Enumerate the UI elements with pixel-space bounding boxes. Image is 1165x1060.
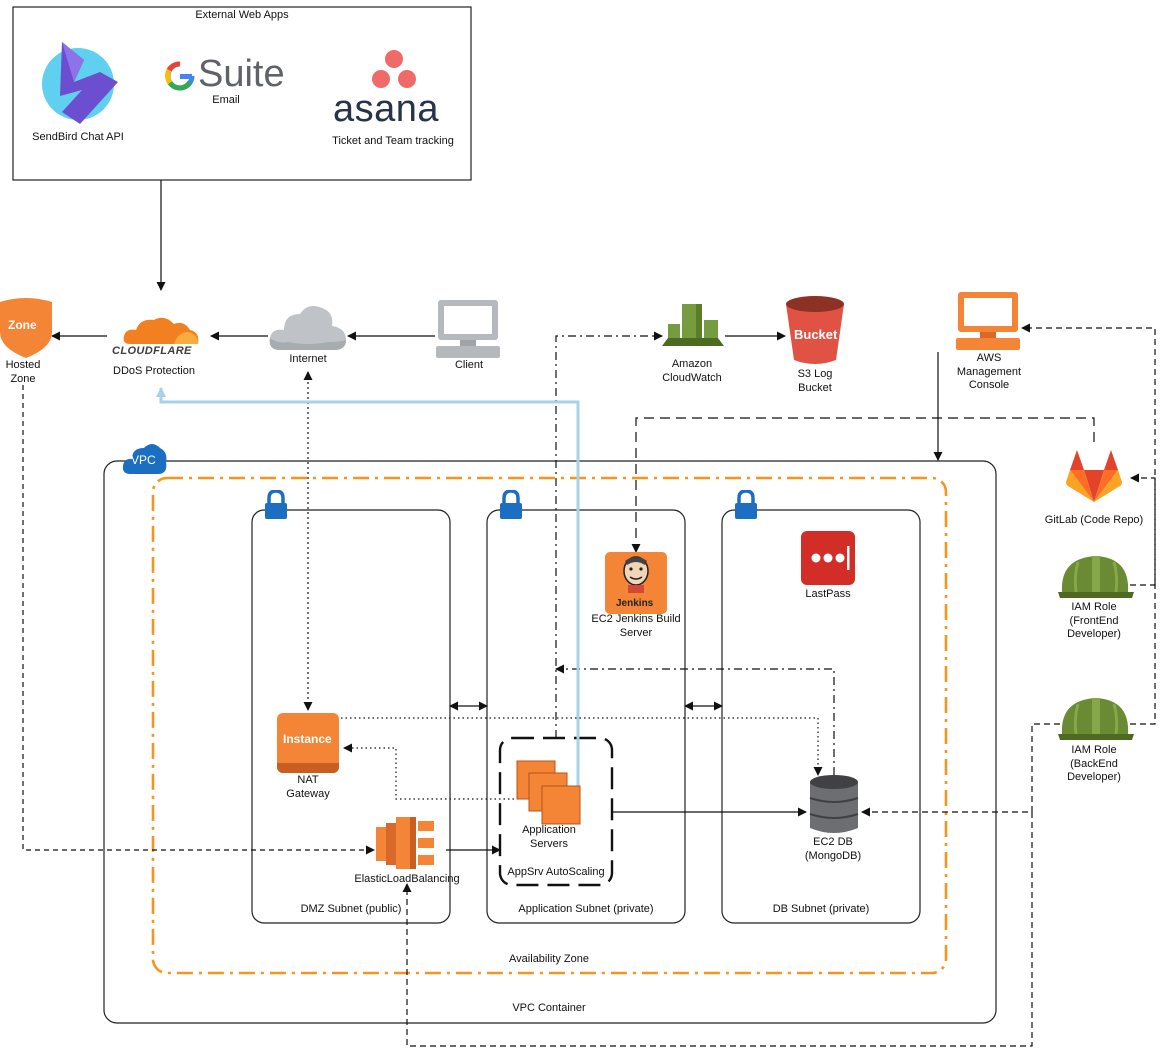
edge-iam-frontend-to-gitlab (1130, 473, 1156, 586)
gitlab-fox-icon (1066, 450, 1122, 502)
edge-db-to-appservers (555, 664, 835, 775)
ddos-protection-label: DDoS Protection (113, 365, 195, 377)
zone-badge-text: Zone (8, 318, 37, 332)
edge-iam-backend-up (1130, 585, 1156, 725)
vpc-badge-text: VPC (131, 453, 156, 467)
client-label: Client (454, 359, 484, 371)
jenkins-label: EC2 Jenkins Build Server (591, 613, 681, 639)
sendbird-icon (42, 42, 118, 124)
cloudflare-wordmark: CLOUDFLARE (112, 345, 192, 357)
external-apps-title: External Web Apps (195, 9, 289, 21)
internet-label: Internet (289, 353, 327, 365)
gsuite-label: Email (212, 94, 240, 106)
db-label: EC2 DB (MongoDB) (804, 836, 862, 862)
dmz-subnet-box (251, 509, 451, 924)
google-g-icon (165, 61, 195, 91)
nat-gateway-label: NAT Gateway (286, 774, 330, 800)
db-subnet-label: DB Subnet (private) (772, 903, 870, 915)
application-servers-icon (516, 760, 581, 825)
availability-zone-label: Availability Zone (509, 953, 589, 965)
autoscaling-label: AppSrv AutoScaling (507, 866, 605, 878)
lastpass-label: LastPass (805, 588, 851, 600)
edge-iam-backend-to-db (861, 723, 1060, 817)
nat-instance-tile-base (277, 763, 339, 773)
client-computer-icon (436, 300, 500, 358)
hosted-zone-label: Hosted Zone (5, 359, 41, 385)
nat-badge-text: Instance (283, 732, 332, 746)
mongodb-database-icon (809, 775, 859, 833)
internet-cloud-icon (269, 306, 346, 350)
s3-log-bucket-label: S3 Log Bucket (797, 368, 833, 394)
asana-label: Ticket and Team tracking (332, 135, 454, 147)
cloudflare-cloud-icon (123, 317, 199, 344)
bucket-badge-text: Bucket (794, 327, 838, 342)
asana-wordmark: asana (333, 88, 440, 130)
edge-appservers-to-nat (343, 743, 514, 800)
iam-helmet-frontend-icon (1058, 556, 1134, 598)
availability-zone-box (151, 476, 948, 975)
external-apps-box (12, 6, 472, 181)
cloudwatch-icon (662, 304, 724, 346)
edge-gitlab-to-jenkins (631, 417, 1095, 553)
aws-console-label: AWS Management Console (956, 352, 1022, 391)
gsuite-wordmark: Suite (198, 53, 285, 95)
app-subnet-label: Application Subnet (private) (518, 903, 654, 915)
gitlab-label: GitLab (Code Repo) (1044, 514, 1144, 526)
asana-dots-icon (372, 50, 416, 88)
vpc-cloud-badge-icon (122, 444, 167, 474)
vpc-container-label: VPC Container (512, 1002, 586, 1014)
jenkins-badge-text: Jenkins (616, 598, 654, 609)
lastpass-dots-icon (811, 546, 850, 570)
app-padlock-icon (500, 490, 522, 519)
application-servers-label: Application Servers (522, 824, 576, 850)
iam-backend-label: IAM Role (BackEnd Developer) (1067, 744, 1121, 783)
vpc-container-box (103, 460, 997, 1024)
iam-frontend-label: IAM Role (FrontEnd Developer) (1067, 601, 1121, 640)
iam-helmet-backend-icon (1058, 698, 1134, 740)
db-padlock-icon (735, 490, 757, 519)
elastic-load-balancing-icon (376, 817, 434, 869)
management-console-icon (956, 292, 1020, 350)
edge-appservers-to-cloudwatch (555, 331, 663, 738)
edge-iam-backend-to-elb (402, 812, 1033, 1047)
edge-zone-to-elb (22, 385, 375, 855)
app-subnet-box (486, 509, 686, 924)
route53-zone-shield-icon (0, 298, 52, 358)
s3-bucket-icon (786, 296, 844, 364)
sendbird-label: SendBird Chat API (32, 131, 124, 143)
dmz-subnet-label: DMZ Subnet (public) (300, 903, 402, 915)
cloudwatch-label: Amazon CloudWatch (662, 358, 722, 384)
dmz-padlock-icon (265, 490, 287, 519)
jenkins-butler-icon (623, 556, 649, 593)
edge-appservers-to-cloudflare-blue (156, 387, 580, 792)
elb-label: ElasticLoadBalancing (354, 873, 460, 885)
edge-nat-to-db (341, 717, 823, 776)
db-subnet-box (721, 509, 921, 924)
